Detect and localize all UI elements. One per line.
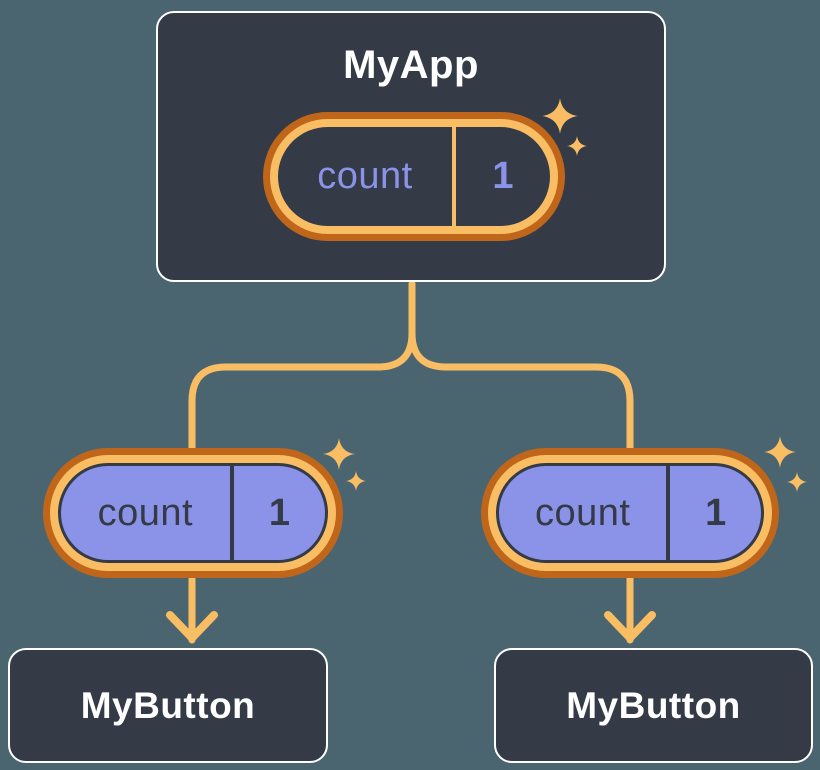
state-name: count — [535, 491, 631, 534]
sparkle-icon — [323, 438, 355, 470]
arrowhead-left-icon — [166, 611, 218, 642]
sparkle-icon — [542, 98, 578, 134]
sparkle-icon — [346, 471, 366, 491]
state-value: 1 — [451, 127, 550, 226]
state-value: 1 — [229, 466, 325, 560]
state-name: count — [97, 491, 194, 534]
state-pill-child-left: count 1 — [43, 448, 343, 578]
sparkle-icon — [567, 136, 587, 156]
state-pill-ring: count 1 — [488, 455, 772, 571]
state-pill-ring: count 1 — [270, 119, 558, 234]
component-title: MyButton — [566, 684, 741, 726]
component-node-mybutton-left: MyButton — [8, 648, 328, 763]
state-name: count — [317, 155, 413, 197]
component-node-mybutton-right: MyButton — [494, 648, 813, 763]
arrowhead-right-icon — [604, 611, 656, 642]
state-pill-ring: count 1 — [50, 455, 336, 571]
state-pill-body: count 1 — [496, 463, 764, 563]
sparkle-icon — [787, 472, 807, 492]
component-title: MyApp — [343, 43, 479, 87]
state-pill-child-right: count 1 — [481, 448, 779, 578]
state-pill-body: count 1 — [278, 127, 550, 226]
state-pill-body: count 1 — [58, 463, 328, 563]
state-value: 1 — [666, 466, 761, 560]
state-pill-root: count 1 — [263, 112, 565, 241]
sparkle-icon — [764, 436, 796, 468]
branch-line-right — [408, 280, 634, 644]
component-title: MyButton — [80, 684, 256, 726]
